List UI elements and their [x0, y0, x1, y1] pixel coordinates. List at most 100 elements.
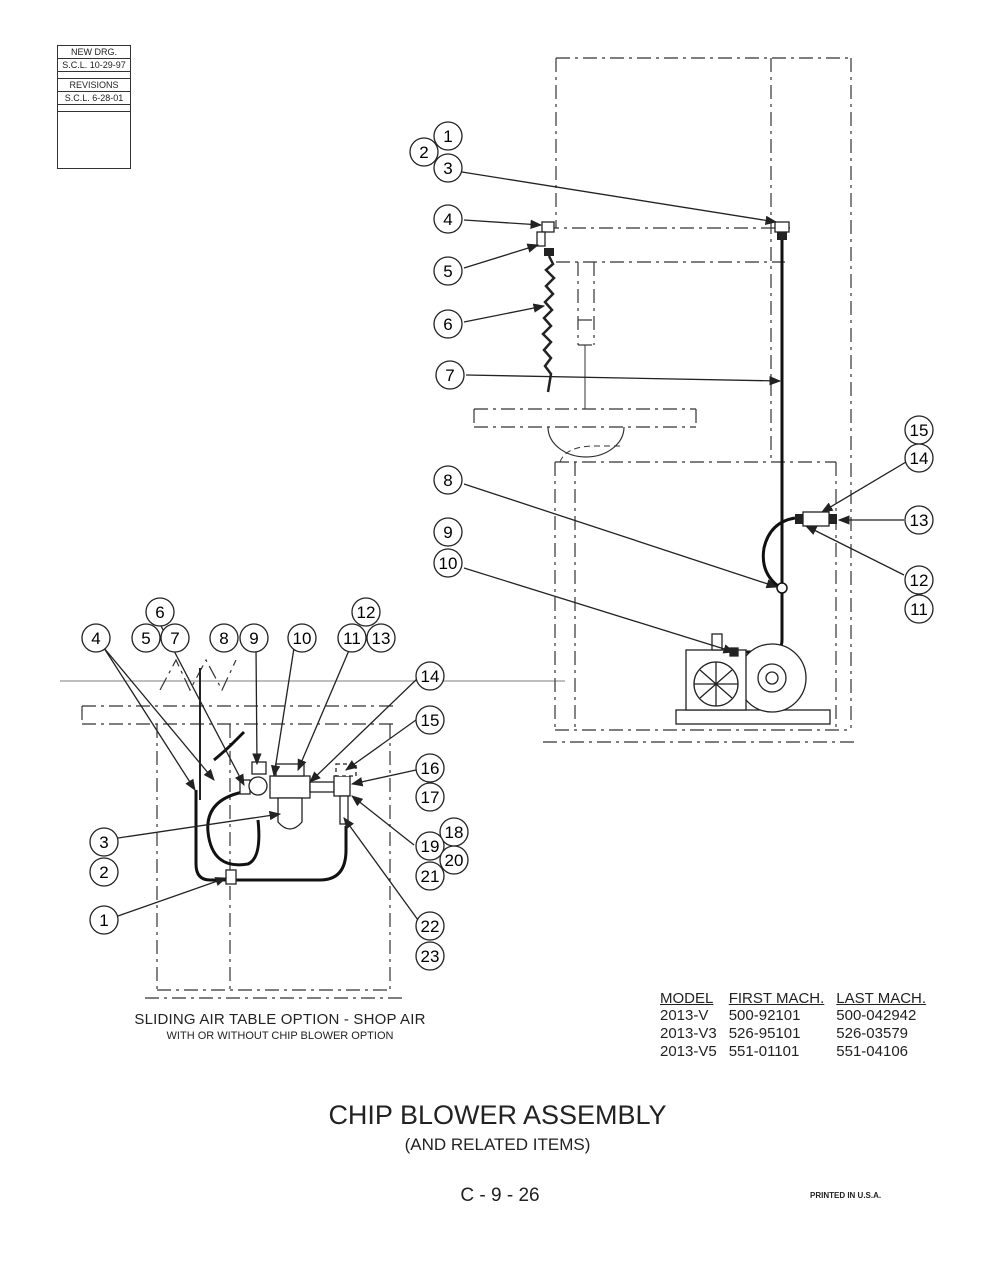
svg-text:16: 16 — [421, 759, 440, 778]
callout-inset-8: 8 — [209, 623, 239, 653]
svg-text:20: 20 — [445, 851, 464, 870]
inset-machine-outline — [81, 658, 402, 999]
callout-inset-5: 5 — [131, 623, 161, 653]
page-number: C - 9 - 26 — [460, 1185, 540, 1206]
svg-text:23: 23 — [421, 947, 440, 966]
callout-inset-11: 11 — [337, 623, 367, 653]
new-drg-label: NEW DRG. — [58, 46, 130, 59]
callout-inset-22: 22 — [415, 911, 445, 941]
callout-main-12: 12 — [904, 565, 934, 595]
inset-tube-right — [232, 826, 348, 882]
valve-nut-right — [829, 514, 837, 524]
callout-main-9: 9 — [433, 517, 463, 547]
inset-loop — [206, 790, 261, 867]
callout-main-15: 15 — [904, 415, 934, 445]
table-row: 2013-V3 526-95101 526-03579 — [654, 1025, 932, 1043]
callout-main-4: 4 — [433, 204, 463, 234]
pump-motor — [675, 633, 831, 725]
first-mach-cell: 526-95101 — [728, 1025, 801, 1042]
inset-leaders — [103, 623, 419, 921]
model-cell: 2013-V — [660, 1007, 709, 1024]
callout-main-3: 3 — [433, 153, 463, 183]
svg-text:13: 13 — [910, 511, 929, 530]
svg-text:5: 5 — [141, 629, 150, 648]
nozzle-block — [536, 231, 546, 247]
callout-inset-23: 23 — [415, 941, 445, 971]
callout-inset-13: 13 — [366, 623, 396, 653]
model-cell: 2013-V3 — [660, 1025, 717, 1042]
main-callouts: 1 2 3 4 5 6 7 8 9 10 15 14 13 12 11 — [409, 121, 934, 624]
table-row: 2013-V 500-92101 500-042942 — [654, 1007, 932, 1025]
revisions-label: REVISIONS — [58, 79, 130, 92]
callout-inset-6: 6 — [145, 597, 175, 627]
callout-inset-10: 10 — [287, 623, 317, 653]
svg-text:15: 15 — [421, 711, 440, 730]
side-tube — [761, 516, 796, 588]
svg-text:4: 4 — [91, 629, 100, 648]
printed-note: PRINTED IN U.S.A. — [810, 1191, 882, 1200]
header-model: MODEL — [660, 990, 714, 1007]
inset-tee — [225, 869, 237, 885]
nozzle-nut — [544, 248, 554, 256]
last-mach-cell: 500-042942 — [836, 1007, 917, 1024]
svg-text:8: 8 — [219, 629, 228, 648]
inset-regulator — [239, 761, 357, 830]
upper-elbow — [774, 221, 790, 233]
callout-main-1: 1 — [433, 121, 463, 151]
header-last-mach: LAST MACH. — [836, 990, 927, 1007]
callout-inset-1: 1 — [89, 905, 119, 935]
inset-caption-sub: WITH OR WITHOUT CHIP BLOWER OPTION — [166, 1030, 394, 1042]
svg-text:14: 14 — [421, 667, 440, 686]
svg-text:10: 10 — [439, 554, 458, 573]
machine-outline — [473, 57, 858, 743]
svg-text:13: 13 — [372, 629, 391, 648]
flex-hose — [541, 255, 556, 393]
callout-main-2: 2 — [409, 137, 439, 167]
revision-gap — [58, 72, 130, 79]
callout-inset-15: 15 — [415, 705, 445, 735]
new-drg-date: S.C.L. 10-29-97 — [58, 59, 130, 72]
svg-text:18: 18 — [445, 823, 464, 842]
svg-text:3: 3 — [443, 159, 452, 178]
column-curve — [559, 445, 620, 463]
revision-block: NEW DRG. S.C.L. 10-29-97 REVISIONS S.C.L… — [57, 45, 131, 169]
first-mach-cell: 500-92101 — [728, 1007, 801, 1024]
svg-text:2: 2 — [419, 143, 428, 162]
lower-tube — [735, 593, 784, 654]
table-row: 2013-V5 551-01101 551-04106 — [654, 1043, 932, 1061]
inset-short-hose — [213, 730, 246, 762]
main-leaders — [461, 171, 907, 654]
svg-text:10: 10 — [293, 629, 312, 648]
callout-main-11: 11 — [904, 594, 934, 624]
callout-main-10: 10 — [433, 548, 463, 578]
callout-inset-9: 9 — [239, 623, 269, 653]
svg-text:12: 12 — [357, 603, 376, 622]
svg-text:4: 4 — [443, 210, 452, 229]
callout-main-7: 7 — [435, 360, 465, 390]
first-mach-cell: 551-01101 — [728, 1043, 800, 1060]
callout-inset-19: 19 — [415, 831, 445, 861]
revision-gap-2 — [58, 105, 130, 112]
header-first-mach: FIRST MACH. — [728, 990, 825, 1007]
valve-body — [802, 511, 830, 527]
svg-text:1: 1 — [99, 911, 108, 930]
svg-text:22: 22 — [421, 917, 440, 936]
valve-nut-left — [795, 514, 803, 524]
callout-inset-16: 16 — [415, 753, 445, 783]
svg-text:9: 9 — [443, 523, 452, 542]
inset-caption: SLIDING AIR TABLE OPTION - SHOP AIR — [134, 1011, 426, 1028]
svg-text:14: 14 — [910, 449, 929, 468]
svg-text:2: 2 — [99, 863, 108, 882]
svg-text:19: 19 — [421, 837, 440, 856]
callout-inset-21: 21 — [415, 861, 445, 891]
svg-text:12: 12 — [910, 571, 929, 590]
callout-inset-2: 2 — [89, 857, 119, 887]
svg-text:1: 1 — [443, 127, 452, 146]
svg-text:6: 6 — [155, 603, 164, 622]
callout-inset-4: 4 — [81, 623, 111, 653]
page-subtitle: (AND RELATED ITEMS) — [404, 1135, 591, 1154]
upper-elbow-nut — [777, 232, 787, 240]
callout-main-8: 8 — [433, 465, 463, 495]
svg-text:17: 17 — [421, 788, 440, 807]
